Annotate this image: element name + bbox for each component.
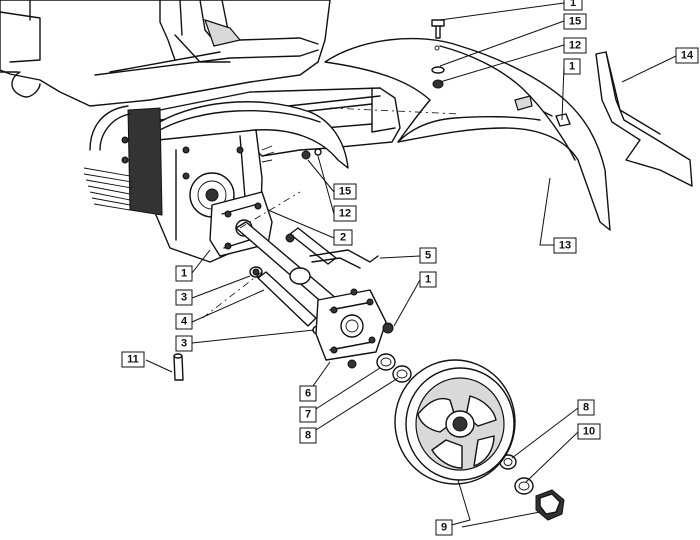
callout-7: 7 — [299, 406, 317, 423]
svg-text:1: 1 — [569, 61, 575, 73]
svg-text:8: 8 — [305, 430, 311, 442]
svg-text:1: 1 — [570, 0, 576, 9]
callout-1-top: 1 — [563, 0, 583, 11]
callout-15-mid: 15 — [333, 183, 357, 200]
callout-12-top: 12 — [563, 37, 587, 54]
svg-text:14: 14 — [681, 50, 694, 62]
callout-9: 9 — [435, 519, 453, 536]
leader-lines — [145, 2, 677, 528]
svg-text:15: 15 — [569, 16, 581, 28]
svg-text:3: 3 — [181, 338, 187, 350]
callout-1-right: 1 — [563, 58, 581, 75]
wheel-9 — [394, 359, 565, 521]
bushings — [376, 353, 534, 495]
svg-text:11: 11 — [127, 354, 139, 366]
svg-text:8: 8 — [583, 402, 589, 414]
callout-12-mid: 12 — [333, 205, 357, 222]
svg-text:12: 12 — [569, 40, 581, 52]
callout-14: 14 — [675, 47, 699, 64]
svg-text:3: 3 — [181, 292, 187, 304]
frame-housing — [83, 87, 401, 263]
callout-labels: 1 15 12 1 14 15 12 2 13 5 1 1 3 4 3 11 6… — [121, 0, 699, 536]
svg-text:15: 15 — [339, 186, 351, 198]
callout-3-upper: 3 — [175, 289, 193, 306]
callout-4: 4 — [175, 313, 193, 330]
callout-2: 2 — [333, 229, 353, 246]
svg-text:1: 1 — [425, 274, 431, 286]
tiller-body — [0, 0, 331, 107]
callout-3-lower: 3 — [175, 335, 193, 352]
svg-text:6: 6 — [305, 388, 311, 400]
svg-text:9: 9 — [441, 522, 447, 534]
svg-text:1: 1 — [181, 268, 187, 280]
fender-13 — [324, 37, 611, 231]
svg-text:2: 2 — [340, 232, 346, 244]
callout-1-right-mid: 1 — [419, 271, 437, 288]
callout-5: 5 — [419, 247, 437, 264]
callout-1-left: 1 — [175, 265, 193, 282]
svg-text:7: 7 — [305, 409, 311, 421]
callout-8-right: 8 — [577, 399, 595, 416]
callout-13: 13 — [553, 237, 577, 254]
svg-text:10: 10 — [583, 426, 595, 438]
callout-15-top: 15 — [563, 13, 587, 30]
pin-11 — [173, 353, 184, 381]
center-lines — [199, 107, 461, 321]
outer-flange-plate-6 — [315, 288, 394, 369]
callout-6: 6 — [299, 385, 317, 402]
callout-8-left: 8 — [299, 427, 317, 444]
callout-11: 11 — [121, 351, 145, 368]
svg-text:4: 4 — [181, 316, 188, 328]
svg-text:5: 5 — [425, 250, 431, 262]
svg-text:13: 13 — [559, 240, 571, 252]
scraper-14 — [595, 51, 693, 187]
callout-10: 10 — [577, 423, 601, 440]
svg-text:12: 12 — [339, 208, 351, 220]
